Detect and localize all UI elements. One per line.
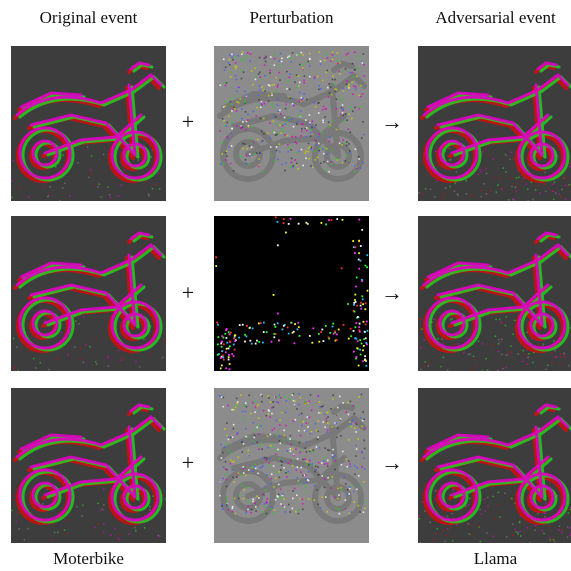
- header-original-event: Original event: [39, 8, 138, 27]
- perturbation-image-row1: [214, 46, 369, 201]
- label-adversarial-class: Llama: [473, 549, 518, 568]
- arrow-operator-row1: →: [381, 109, 403, 134]
- perturbation-image-row3: [214, 388, 369, 543]
- plus-operator-row2: +: [181, 280, 195, 305]
- arrow-operator-row3: →: [381, 450, 403, 475]
- plus-operator-row1: +: [181, 109, 195, 134]
- adversarial-event-image-row3: [418, 388, 571, 543]
- original-event-image-row2: [11, 216, 166, 371]
- perturbation-noise-icon: [214, 46, 369, 201]
- motorbike-event-icon: [11, 46, 166, 201]
- perturbation-sparse-icon: [214, 216, 369, 371]
- motorbike-event-icon: [418, 216, 571, 371]
- motorbike-event-icon: [418, 46, 571, 201]
- original-event-image-row3: [11, 388, 166, 543]
- header-adversarial-event: Adversarial event: [435, 8, 556, 27]
- original-event-image-row1: [11, 46, 166, 201]
- motorbike-event-icon: [11, 216, 166, 371]
- motorbike-event-icon: [11, 388, 166, 543]
- header-perturbation: Perturbation: [249, 8, 334, 27]
- label-original-class: Moterbike: [53, 549, 124, 568]
- adversarial-event-image-row2: [418, 216, 571, 371]
- motorbike-event-icon: [418, 388, 571, 543]
- arrow-operator-row2: →: [381, 280, 403, 305]
- plus-operator-row3: +: [181, 450, 195, 475]
- perturbation-image-row2: [214, 216, 369, 371]
- perturbation-noise-icon: [214, 388, 369, 543]
- adversarial-event-image-row1: [418, 46, 571, 201]
